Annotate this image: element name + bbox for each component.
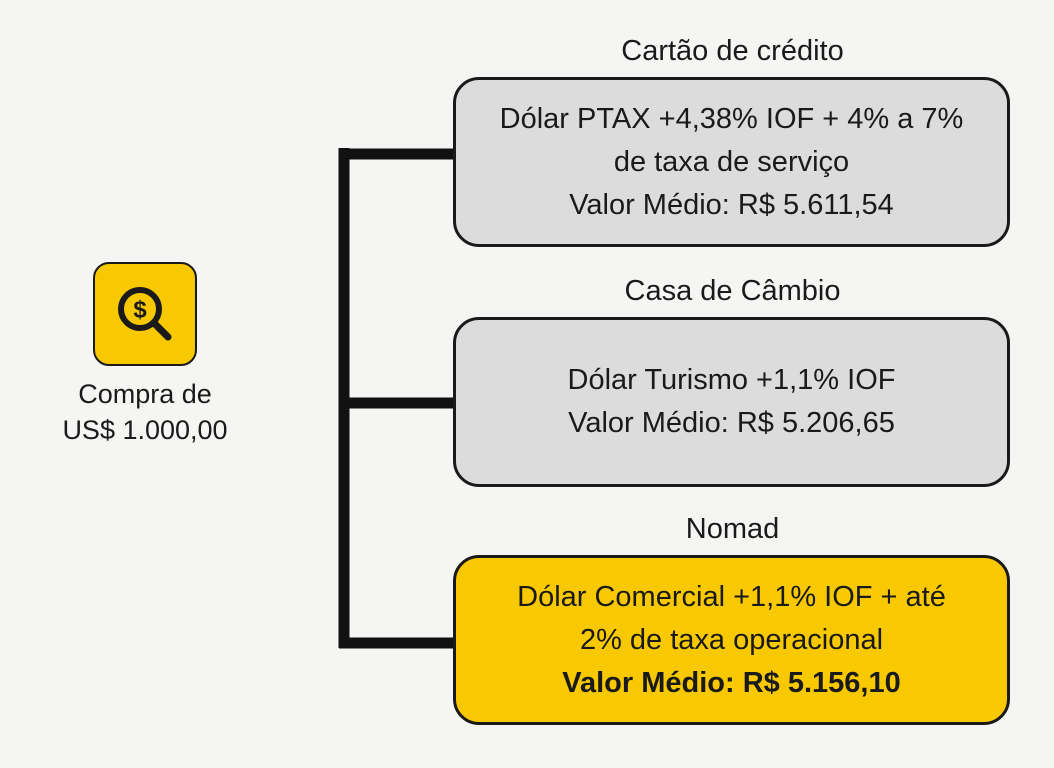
exchange-house-line1: Dólar Turismo +1,1% IOF bbox=[567, 364, 896, 396]
nomad-title: Nomad bbox=[685, 513, 780, 545]
purchase-label-line1: Compra de bbox=[78, 379, 212, 409]
credit-card-line2: de taxa de serviço bbox=[613, 145, 850, 178]
purchase-source: $ Compra de US$ 1.000,00 bbox=[40, 262, 250, 448]
dollar-search-icon: $ bbox=[93, 262, 197, 366]
credit-card-title: Cartão de crédito bbox=[621, 35, 844, 67]
exchange-house-box: Dólar Turismo +1,1% IOF Valor Médio: R$ … bbox=[453, 317, 1010, 487]
credit-card-line1: Dólar PTAX +4,38% IOF + 4% a 7% bbox=[499, 102, 964, 135]
purchase-amount-label: Compra de US$ 1.000,00 bbox=[40, 376, 250, 448]
exchange-house-title: Casa de Câmbio bbox=[624, 275, 841, 307]
svg-text:$: $ bbox=[133, 297, 147, 324]
purchase-label-line2: US$ 1.000,00 bbox=[62, 415, 228, 445]
credit-card-value: Valor Médio: R$ 5.611,54 bbox=[569, 188, 894, 221]
nomad-line2: 2% de taxa operacional bbox=[579, 623, 884, 656]
nomad-value: Valor Médio: R$ 5.156,10 bbox=[562, 666, 901, 699]
credit-card-box: Dólar PTAX +4,38% IOF + 4% a 7% de taxa … bbox=[453, 77, 1010, 247]
exchange-house-value: Valor Médio: R$ 5.206,65 bbox=[568, 407, 895, 439]
nomad-line1: Dólar Comercial +1,1% IOF + até bbox=[517, 580, 946, 613]
nomad-box: Dólar Comercial +1,1% IOF + até 2% de ta… bbox=[453, 555, 1010, 725]
